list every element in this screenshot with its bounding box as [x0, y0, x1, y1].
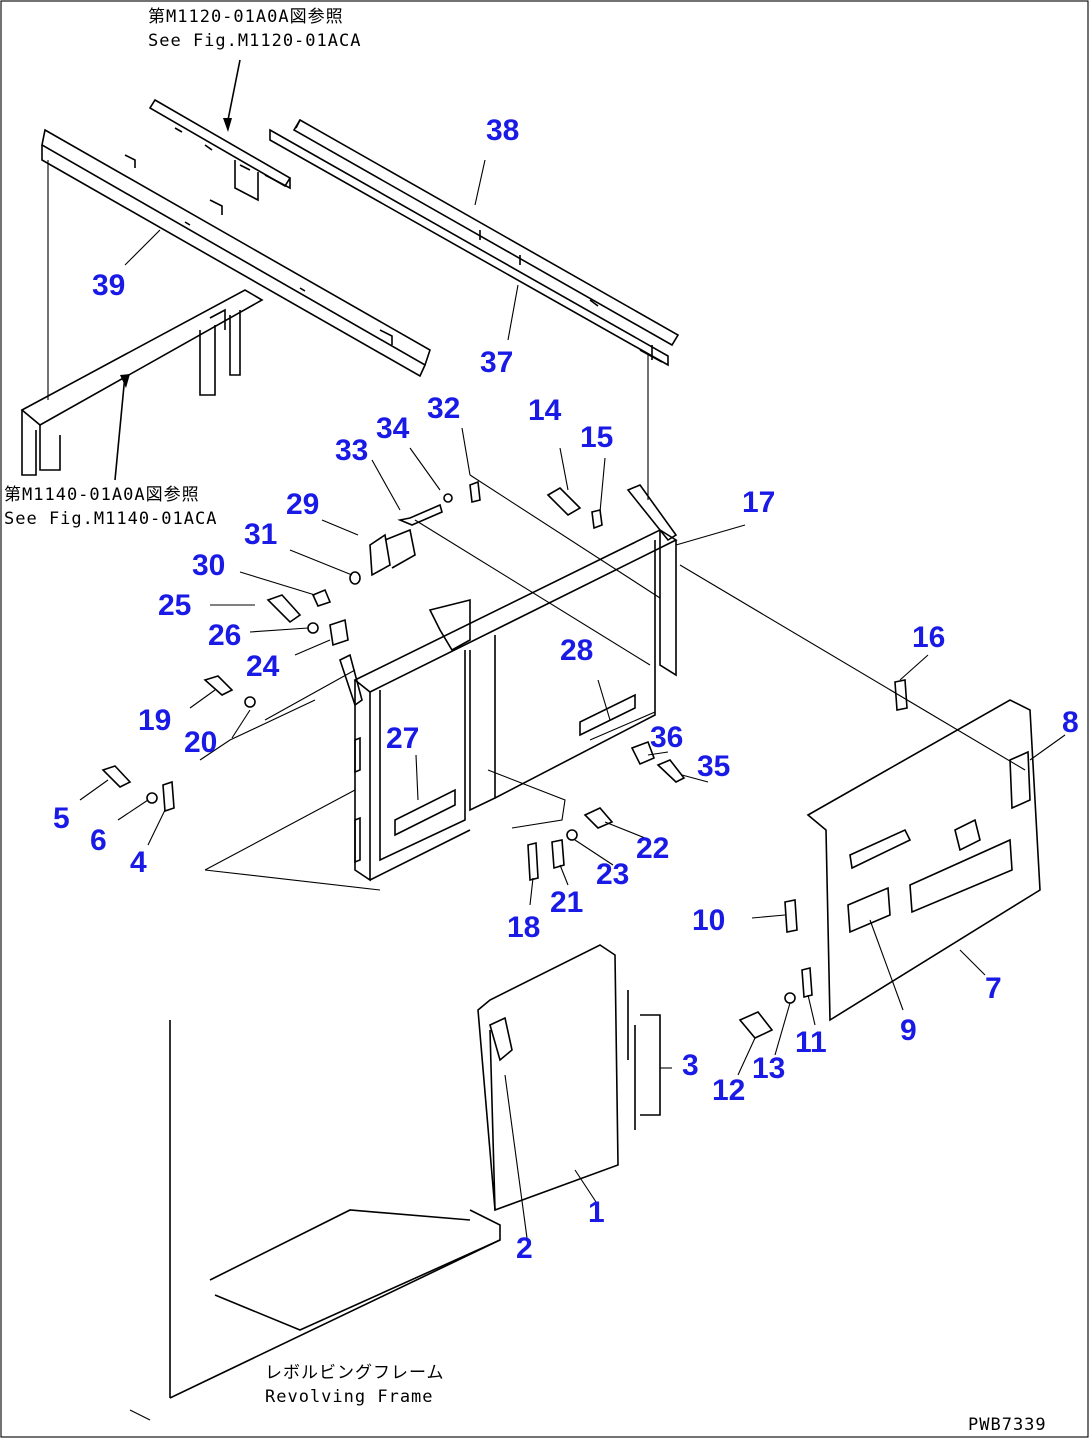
left-reference-jp: 第M1140-01A0A図参照	[4, 485, 200, 505]
callout-33: 33	[335, 434, 368, 467]
main-frame-17	[339, 474, 678, 882]
callout-30: 30	[192, 549, 225, 582]
callout-2: 2	[516, 1232, 533, 1265]
callout-13: 13	[752, 1052, 785, 1085]
callout-1: 1	[588, 1196, 605, 1229]
callout-19: 19	[138, 704, 171, 737]
frame-label-jp: レボルビングフレーム	[265, 1363, 445, 1383]
callout-24: 24	[246, 650, 280, 683]
callout-34: 34	[376, 412, 410, 445]
callout-36: 36	[650, 721, 683, 754]
small-parts	[101, 480, 908, 1039]
top-reference-en: See Fig.M1120-01ACA	[148, 31, 361, 51]
callout-10: 10	[692, 904, 725, 937]
callout-35: 35	[697, 750, 730, 783]
callout-32: 32	[427, 392, 460, 425]
left-reference-en: See Fig.M1140-01ACA	[4, 509, 217, 529]
callout-6: 6	[90, 824, 107, 857]
callout-37: 37	[480, 346, 513, 379]
rail-38-37	[269, 118, 680, 500]
callout-9: 9	[900, 1014, 917, 1047]
callout-27: 27	[386, 722, 419, 755]
callouts: 1 2 3 4 5 6 7 8 9 10 11 12 13 14 15 16 1…	[53, 114, 1079, 1265]
callout-11: 11	[795, 1026, 827, 1059]
callout-23: 23	[596, 858, 629, 891]
drawing-code: PWB7339	[968, 1415, 1047, 1435]
callout-7: 7	[985, 972, 1002, 1005]
callout-29: 29	[286, 488, 319, 521]
callout-15: 15	[580, 421, 613, 454]
door-panel-7	[806, 699, 1041, 1022]
callout-17: 17	[742, 486, 775, 519]
callout-22: 22	[636, 832, 669, 865]
leader-lines	[79, 159, 1066, 1239]
frame-label-en: Revolving Frame	[265, 1387, 434, 1407]
callout-39: 39	[92, 269, 125, 302]
callout-3: 3	[682, 1049, 699, 1082]
callout-26: 26	[208, 619, 241, 652]
callout-16: 16	[912, 621, 945, 654]
callout-31: 31	[244, 518, 277, 551]
rail-39	[41, 128, 431, 400]
callout-8: 8	[1062, 706, 1079, 739]
callout-28: 28	[560, 634, 593, 667]
top-bracket	[148, 59, 292, 202]
assembly-lines	[199, 519, 1026, 891]
callout-12: 12	[712, 1074, 745, 1107]
callout-25: 25	[158, 589, 191, 622]
revolving-frame	[129, 1020, 501, 1421]
callout-18: 18	[507, 911, 540, 944]
callout-4: 4	[130, 846, 147, 879]
callout-21: 21	[550, 886, 583, 919]
callout-14: 14	[528, 394, 562, 427]
side-panel-1	[477, 944, 661, 1212]
left-bracket	[20, 289, 264, 481]
callout-20: 20	[184, 726, 217, 759]
callout-5: 5	[53, 802, 70, 835]
top-reference-jp: 第M1120-01A0A図参照	[148, 7, 344, 27]
callout-38: 38	[486, 114, 519, 147]
